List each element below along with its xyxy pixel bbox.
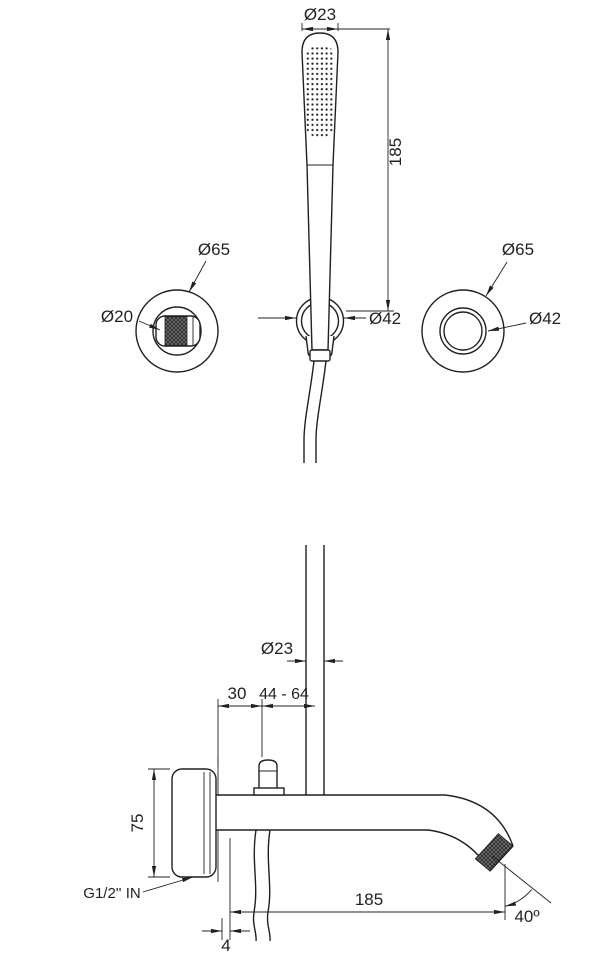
top-view: Ø23 185 Ø65 Ø20 Ø42 Ø65: [101, 5, 561, 463]
dim-right-inner: Ø42: [487, 309, 561, 332]
dim-wall-offsets: 30 44 - 64: [217, 684, 315, 766]
dim-top-shower-diameter: Ø23: [301, 5, 390, 32]
spout-bottom-line: [216, 829, 491, 872]
label-adjustment-range: 44 - 64: [259, 686, 309, 703]
right-trim-mid-circle: [439, 307, 487, 355]
label-spout-reach: 185: [355, 890, 383, 909]
dim-side-shower-diameter: Ø23: [261, 639, 343, 664]
label-hose-offset: 4: [221, 936, 230, 955]
dim-left-trim: Ø65: [188, 240, 230, 293]
dim-spout-reach: 185: [229, 838, 506, 940]
hose-line-right: [266, 829, 271, 942]
hose-side: [252, 829, 271, 942]
label-right-trim-diameter: Ø65: [502, 240, 534, 259]
left-trim-opening-circle: [152, 306, 202, 356]
dim-hose-offset: 4: [202, 918, 250, 955]
handshower-side: [305, 545, 325, 795]
spray-face: [306, 45, 334, 137]
knob-body: [258, 759, 278, 795]
side-view: Ø23 30 44 - 64 75 G1/2'' IN 1: [83, 545, 552, 955]
angle-arc: [504, 889, 533, 907]
leader-line: [188, 260, 207, 293]
handle-knurl-band: [164, 316, 188, 346]
dim-top-shower-length: 185: [346, 29, 405, 312]
plate-body: [171, 768, 217, 878]
label-spout-angle: 40º: [514, 907, 539, 926]
right-trim-outer-circle: [421, 289, 505, 373]
hose-line-left: [252, 829, 257, 942]
handshower-front: [301, 32, 339, 463]
left-trim-outer-circle: [135, 289, 219, 373]
diverter-knob: [253, 759, 285, 796]
leader-line: [487, 322, 527, 332]
label-inlet-thread: G1/2'' IN: [83, 885, 140, 902]
spout: [216, 794, 514, 872]
leader-line: [142, 876, 194, 893]
hose-line-left: [303, 360, 315, 463]
spout-top-line: [216, 794, 514, 847]
label-top-shower-length: 185: [386, 138, 405, 166]
dim-spout-angle: 40º: [491, 855, 552, 926]
dim-right-trim: Ø65: [485, 240, 534, 297]
hose-nut: [309, 349, 331, 362]
inlet-annotation: G1/2'' IN: [83, 876, 194, 902]
spout-tip-face: [489, 845, 514, 872]
wall-plate: [171, 757, 219, 882]
left-trim: [135, 289, 219, 373]
label-bracket-diameter: Ø42: [369, 309, 401, 328]
label-side-shower-diameter: Ø23: [261, 639, 293, 658]
label-wall-to-hose: 30: [228, 684, 247, 703]
knob-flange: [253, 787, 285, 796]
label-left-trim-diameter: Ø65: [198, 240, 230, 259]
label-top-shower-diameter: Ø23: [304, 5, 336, 24]
hose-line-right: [315, 360, 327, 463]
label-handle-diameter: Ø20: [101, 307, 133, 326]
dim-handle: Ø20: [101, 307, 161, 331]
right-trim: [421, 289, 505, 373]
leader-line: [485, 261, 508, 297]
label-right-inner-diameter: Ø42: [529, 309, 561, 328]
label-plate-height: 75: [128, 814, 147, 833]
dim-plate-height: 75: [128, 768, 170, 878]
angle-reference-line: [491, 855, 552, 904]
dim-bracket: Ø42: [258, 309, 401, 328]
leader-line: [138, 320, 161, 331]
right-trim-inner-circle: [443, 311, 483, 351]
